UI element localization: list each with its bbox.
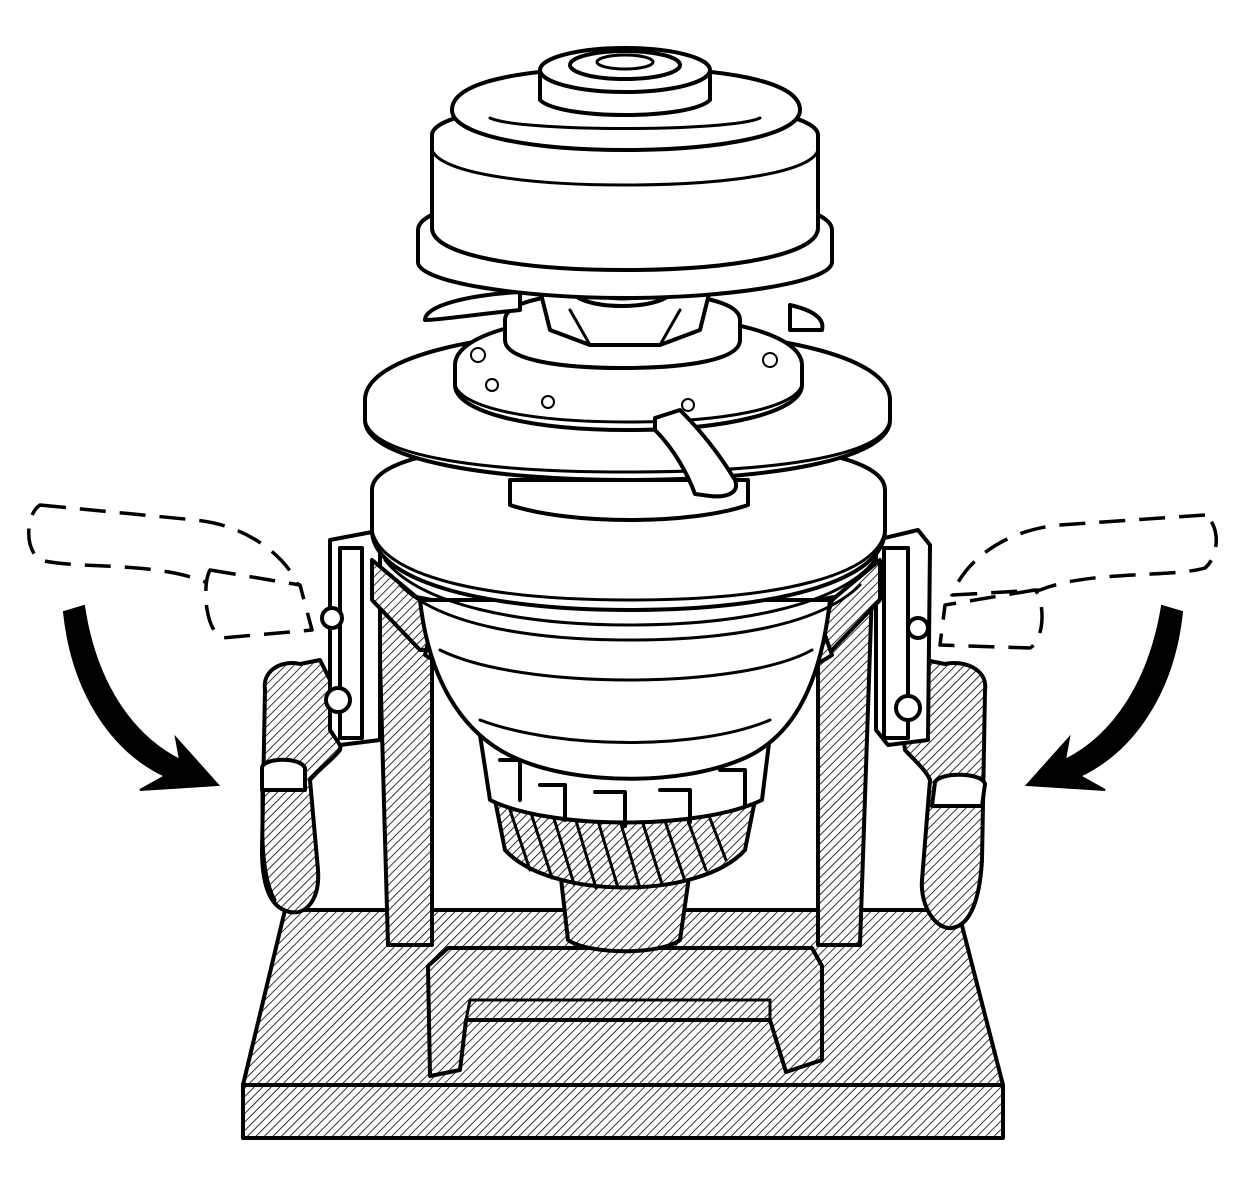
right-support-post bbox=[816, 528, 932, 947]
lower-disc bbox=[370, 438, 887, 642]
right-phantom-handle bbox=[938, 513, 1218, 650]
center-nut bbox=[503, 268, 742, 370]
left-clamp-arm bbox=[260, 658, 347, 915]
curved-arrow-right-icon bbox=[1024, 604, 1184, 791]
left-support-post bbox=[320, 530, 434, 947]
upper-cup bbox=[416, 46, 834, 332]
left-phantom-handle bbox=[27, 503, 314, 640]
curved-arrow-left-icon bbox=[62, 604, 221, 791]
carrier-body bbox=[418, 598, 832, 781]
base-plate bbox=[241, 908, 1005, 1140]
